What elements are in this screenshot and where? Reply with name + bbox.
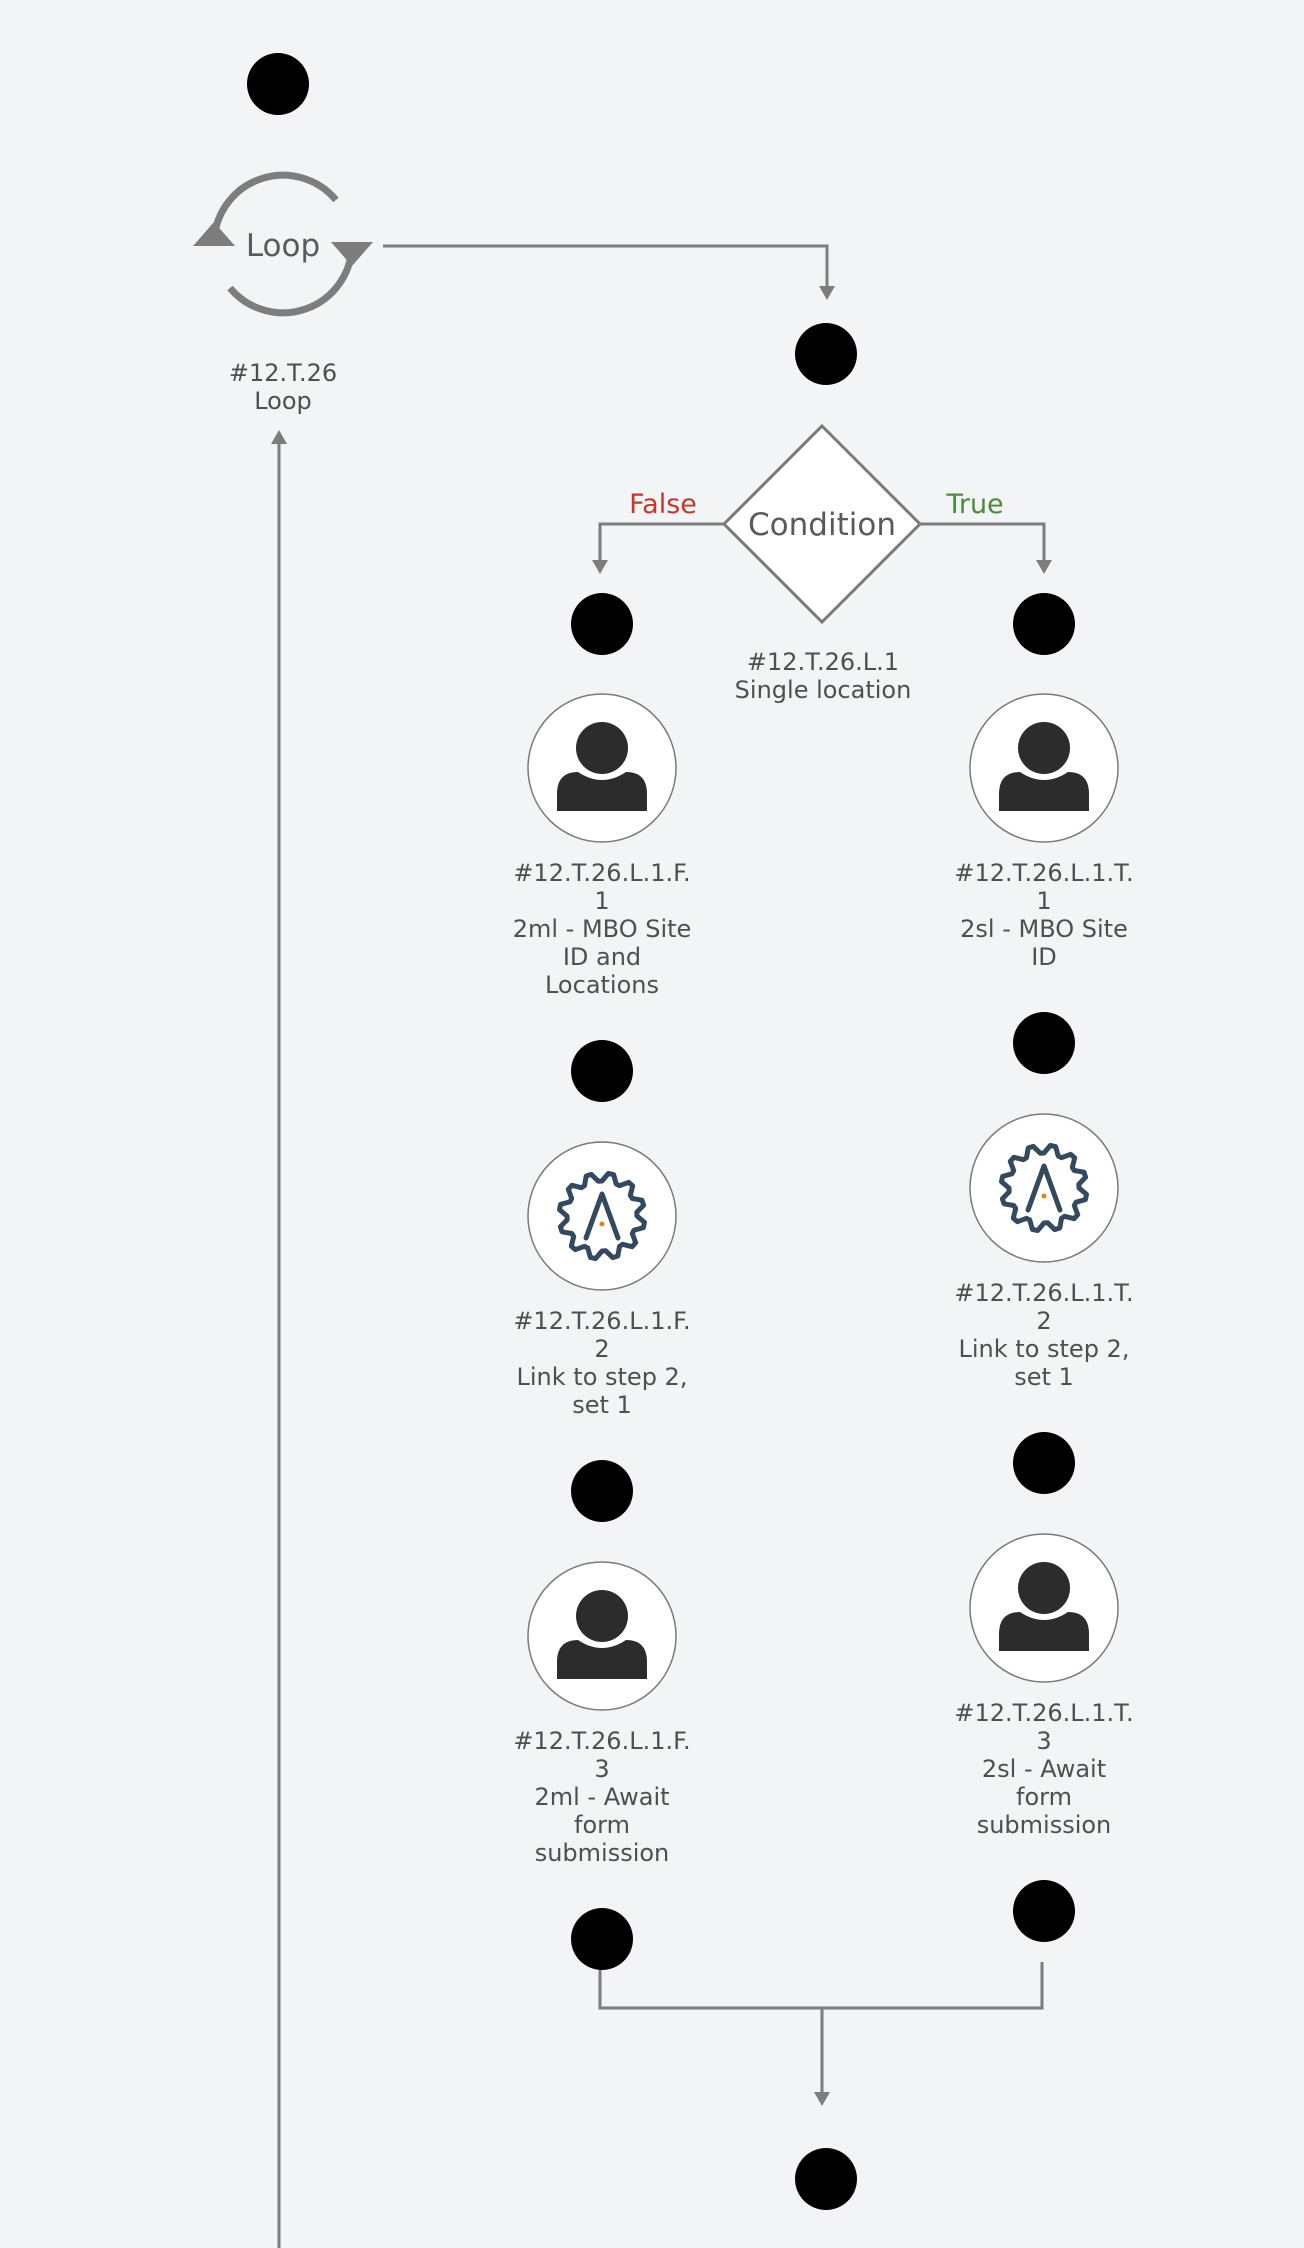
step-node-false-2[interactable] [527,1141,677,1291]
step-node-false-1[interactable] [527,693,677,843]
add-step-in-loop-button[interactable] [795,323,857,385]
add-step-true-1-button[interactable] [1013,593,1075,655]
user-icon [999,1562,1089,1651]
step-id-suffix: 2 [1036,1307,1051,1335]
step-id-suffix: 1 [1036,887,1051,915]
step-id-suffix: 3 [1036,1727,1051,1755]
add-step-false-1-button[interactable] [571,593,633,655]
user-icon [557,1590,647,1679]
loop-to-condition-connector [383,244,829,288]
step-name-line: 2sl - MBO Site [960,915,1128,943]
add-step-true-3-button[interactable] [1013,1432,1075,1494]
add-step-after-condition-button[interactable] [795,2148,857,2210]
false-label: False [629,489,697,520]
step-name-line: set 1 [1014,1363,1074,1391]
arrow-head [819,286,835,300]
add-step-true-4-button[interactable] [1013,1880,1075,1942]
step-id: #12.T.26.L.1.T. [954,1279,1133,1307]
condition-title: Condition [748,507,896,543]
step-name-line: ID and [563,943,641,971]
loop-icon [193,171,373,317]
step-node-circle [969,1113,1119,1263]
gear-icon [999,1143,1089,1233]
step-id: #12.T.26.L.1.F. [513,1727,690,1755]
true-branch-connector [920,522,1046,562]
add-step-false-4-button[interactable] [571,1908,633,1970]
false-branch-connector [598,522,726,562]
arrow-head [814,2092,830,2106]
loop-node[interactable]: Loop [193,171,373,317]
add-step-before-loop-button[interactable] [247,53,309,115]
step-name-line: ID [1031,943,1057,971]
add-step-false-3-button[interactable] [571,1460,633,1522]
arrow-head [271,430,287,444]
step-node-true-1[interactable] [969,693,1119,843]
loop-id: #12.T.26 [229,359,337,387]
user-icon [557,722,647,811]
true-label: True [945,489,1003,520]
connectors [271,244,1052,2248]
step-node-circle [527,1141,677,1291]
step-node-true-2[interactable] [969,1113,1119,1263]
step-name-line: form [574,1811,630,1839]
condition-id: #12.T.26.L.1 [747,648,899,676]
step-name-line: submission [977,1811,1112,1839]
step-name-line: Locations [545,971,659,999]
add-step-false-2-button[interactable] [571,1040,633,1102]
step-id-suffix: 2 [594,1335,609,1363]
step-id: #12.T.26.L.1.T. [954,859,1133,887]
step-node-true-3[interactable] [969,1533,1119,1683]
step-name-line: Link to step 2, [517,1363,688,1391]
gear-icon [557,1171,647,1261]
condition-name: Single location [735,676,912,704]
step-id: #12.T.26.L.1.F. [513,859,690,887]
step-name-line: 2ml - Await [534,1783,669,1811]
merge-connector [598,1962,1044,2010]
step-name-line: Link to step 2, [959,1335,1130,1363]
step-name-line: 2sl - Await [982,1755,1106,1783]
loop-title: Loop [246,228,320,264]
arrow-head [1036,560,1052,574]
step-node-false-3[interactable] [527,1561,677,1711]
step-name-line: form [1016,1783,1072,1811]
step-id-suffix: 3 [594,1755,609,1783]
condition-diamond [721,423,923,625]
condition-node[interactable]: Condition [721,423,923,625]
step-id: #12.T.26.L.1.F. [513,1307,690,1335]
step-id: #12.T.26.L.1.T. [954,1699,1133,1727]
step-name-line: 2ml - MBO Site [513,915,692,943]
user-icon [999,722,1089,811]
add-step-true-2-button[interactable] [1013,1012,1075,1074]
step-name-line: set 1 [572,1391,632,1419]
step-id-suffix: 1 [594,887,609,915]
arrow-head [592,560,608,574]
loop-name: Loop [254,387,312,415]
step-name-line: submission [535,1839,670,1867]
